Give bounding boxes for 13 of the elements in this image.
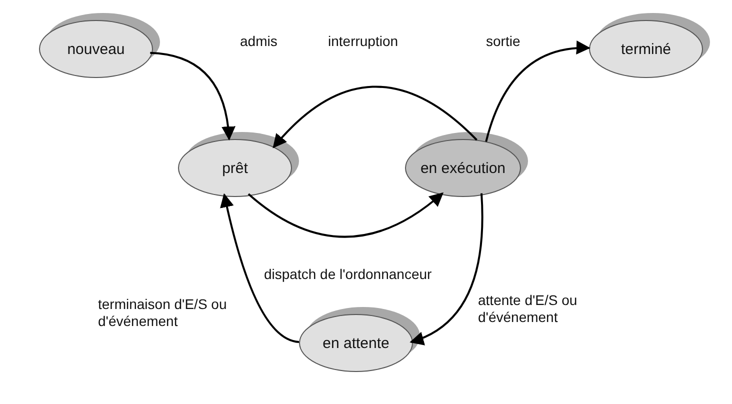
- state-label: nouveau: [67, 40, 125, 58]
- state-label: en exécution: [420, 160, 506, 176]
- arrow: [220, 193, 300, 343]
- edge-label: dispatch de l'ordonnanceur: [262, 266, 434, 283]
- state-label: terminé: [620, 40, 672, 58]
- arrow: [272, 86, 478, 148]
- state-label: prêt: [222, 160, 248, 176]
- arrow: [248, 192, 444, 238]
- arrow: [150, 52, 235, 140]
- state-label: en attente: [322, 334, 390, 352]
- arrow: [485, 41, 590, 142]
- edge-label: interruption: [326, 33, 400, 50]
- arrow: [410, 193, 484, 344]
